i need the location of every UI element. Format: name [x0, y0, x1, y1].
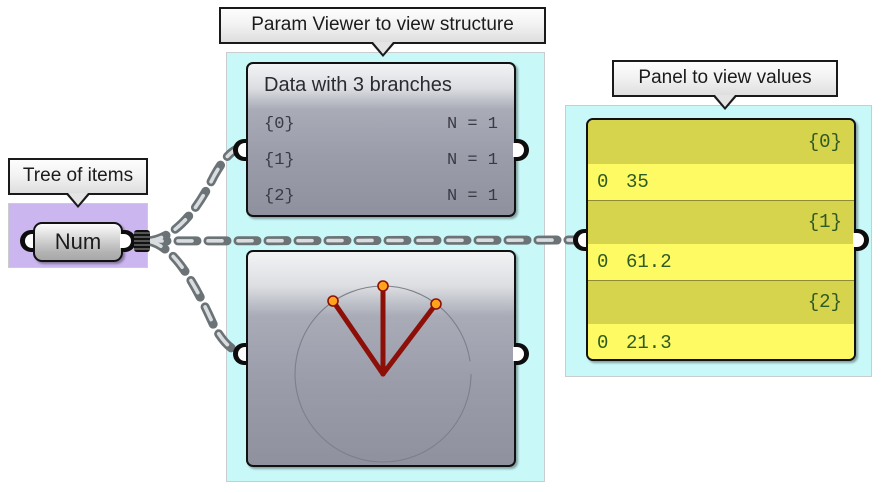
param-viewer-input-port[interactable]	[233, 139, 249, 161]
callout-text: Param Viewer to view structure	[251, 14, 514, 35]
num-component[interactable]: Num	[33, 222, 123, 262]
radial-lines	[330, 283, 439, 377]
param-viewer-title: Data with 3 branches	[264, 74, 452, 96]
panel-index-1: 0	[597, 251, 609, 273]
panel-branch-1: {1}	[588, 201, 854, 244]
param-viewer-component[interactable]: Data with 3 branches {0} N = 1 {1} N = 1…	[246, 62, 516, 217]
panel-input-port[interactable]	[573, 229, 589, 251]
branch-path: {0}	[264, 115, 295, 134]
param-viewer-row-0: {0} N = 1	[264, 115, 498, 134]
param-viewer-row-1: {1} N = 1	[264, 151, 498, 170]
viewport-output-port[interactable]	[513, 343, 529, 365]
panel-output-port[interactable]	[853, 229, 869, 251]
panel-index-2: 0	[597, 332, 609, 354]
callout-text: Panel to view values	[638, 67, 812, 88]
port-hole	[513, 143, 524, 157]
panel-value-0: 35	[626, 171, 649, 193]
callout-tail	[712, 95, 738, 110]
port-hole	[120, 234, 131, 248]
branch-path: {1}	[264, 151, 295, 170]
panel-branch-2: {2}	[588, 281, 854, 324]
callout-param-viewer: Param Viewer to view structure	[219, 7, 546, 57]
num-output-bundle	[134, 230, 150, 252]
callout-tail	[369, 42, 396, 57]
branch-0-point	[327, 295, 339, 307]
num-output-port[interactable]	[120, 230, 136, 252]
port-hole	[513, 347, 524, 361]
num-component-label: Num	[54, 229, 102, 254]
callout-panel: Panel to view values	[612, 60, 838, 110]
panel-value-row-1: 0 61.2	[588, 244, 854, 280]
branch-count: N = 1	[446, 151, 498, 170]
branch-2-line	[380, 301, 439, 377]
panel-branch-0: {0}	[588, 120, 854, 164]
panel-component[interactable]: {0} 0 35 {1} 0 61.2 {2} 0 21.3	[586, 118, 856, 361]
port-hole	[238, 347, 249, 361]
panel-value-row-2: 0 21.3	[588, 324, 854, 359]
panel-separator	[588, 280, 854, 281]
viewport-component[interactable]	[246, 250, 516, 467]
callout-tree-of-items: Tree of items	[8, 158, 148, 208]
branch-1-point	[377, 280, 389, 292]
port-hole	[25, 234, 36, 248]
port-hole	[578, 233, 589, 247]
panel-value-row-0: 0 35	[588, 164, 854, 200]
panel-value-2: 21.3	[626, 332, 672, 354]
port-hole	[853, 233, 864, 247]
num-input-port[interactable]	[20, 230, 36, 252]
branch-path: {2}	[264, 187, 295, 206]
branch-count: N = 1	[446, 115, 498, 134]
panel-separator	[588, 200, 854, 201]
branch-0-line	[330, 298, 386, 377]
panel-index-0: 0	[597, 171, 609, 193]
callout-tail	[65, 193, 91, 208]
param-viewer-row-2: {2} N = 1	[264, 187, 498, 206]
branch-count: N = 1	[446, 187, 498, 206]
branch-2-point	[430, 298, 442, 310]
callout-text: Tree of items	[22, 165, 134, 186]
port-hole	[238, 143, 249, 157]
panel-value-1: 61.2	[626, 251, 672, 273]
param-viewer-output-port[interactable]	[513, 139, 529, 161]
viewport-geometry	[294, 280, 472, 463]
endpoint-markers	[327, 280, 442, 310]
viewport-input-port[interactable]	[233, 343, 249, 365]
